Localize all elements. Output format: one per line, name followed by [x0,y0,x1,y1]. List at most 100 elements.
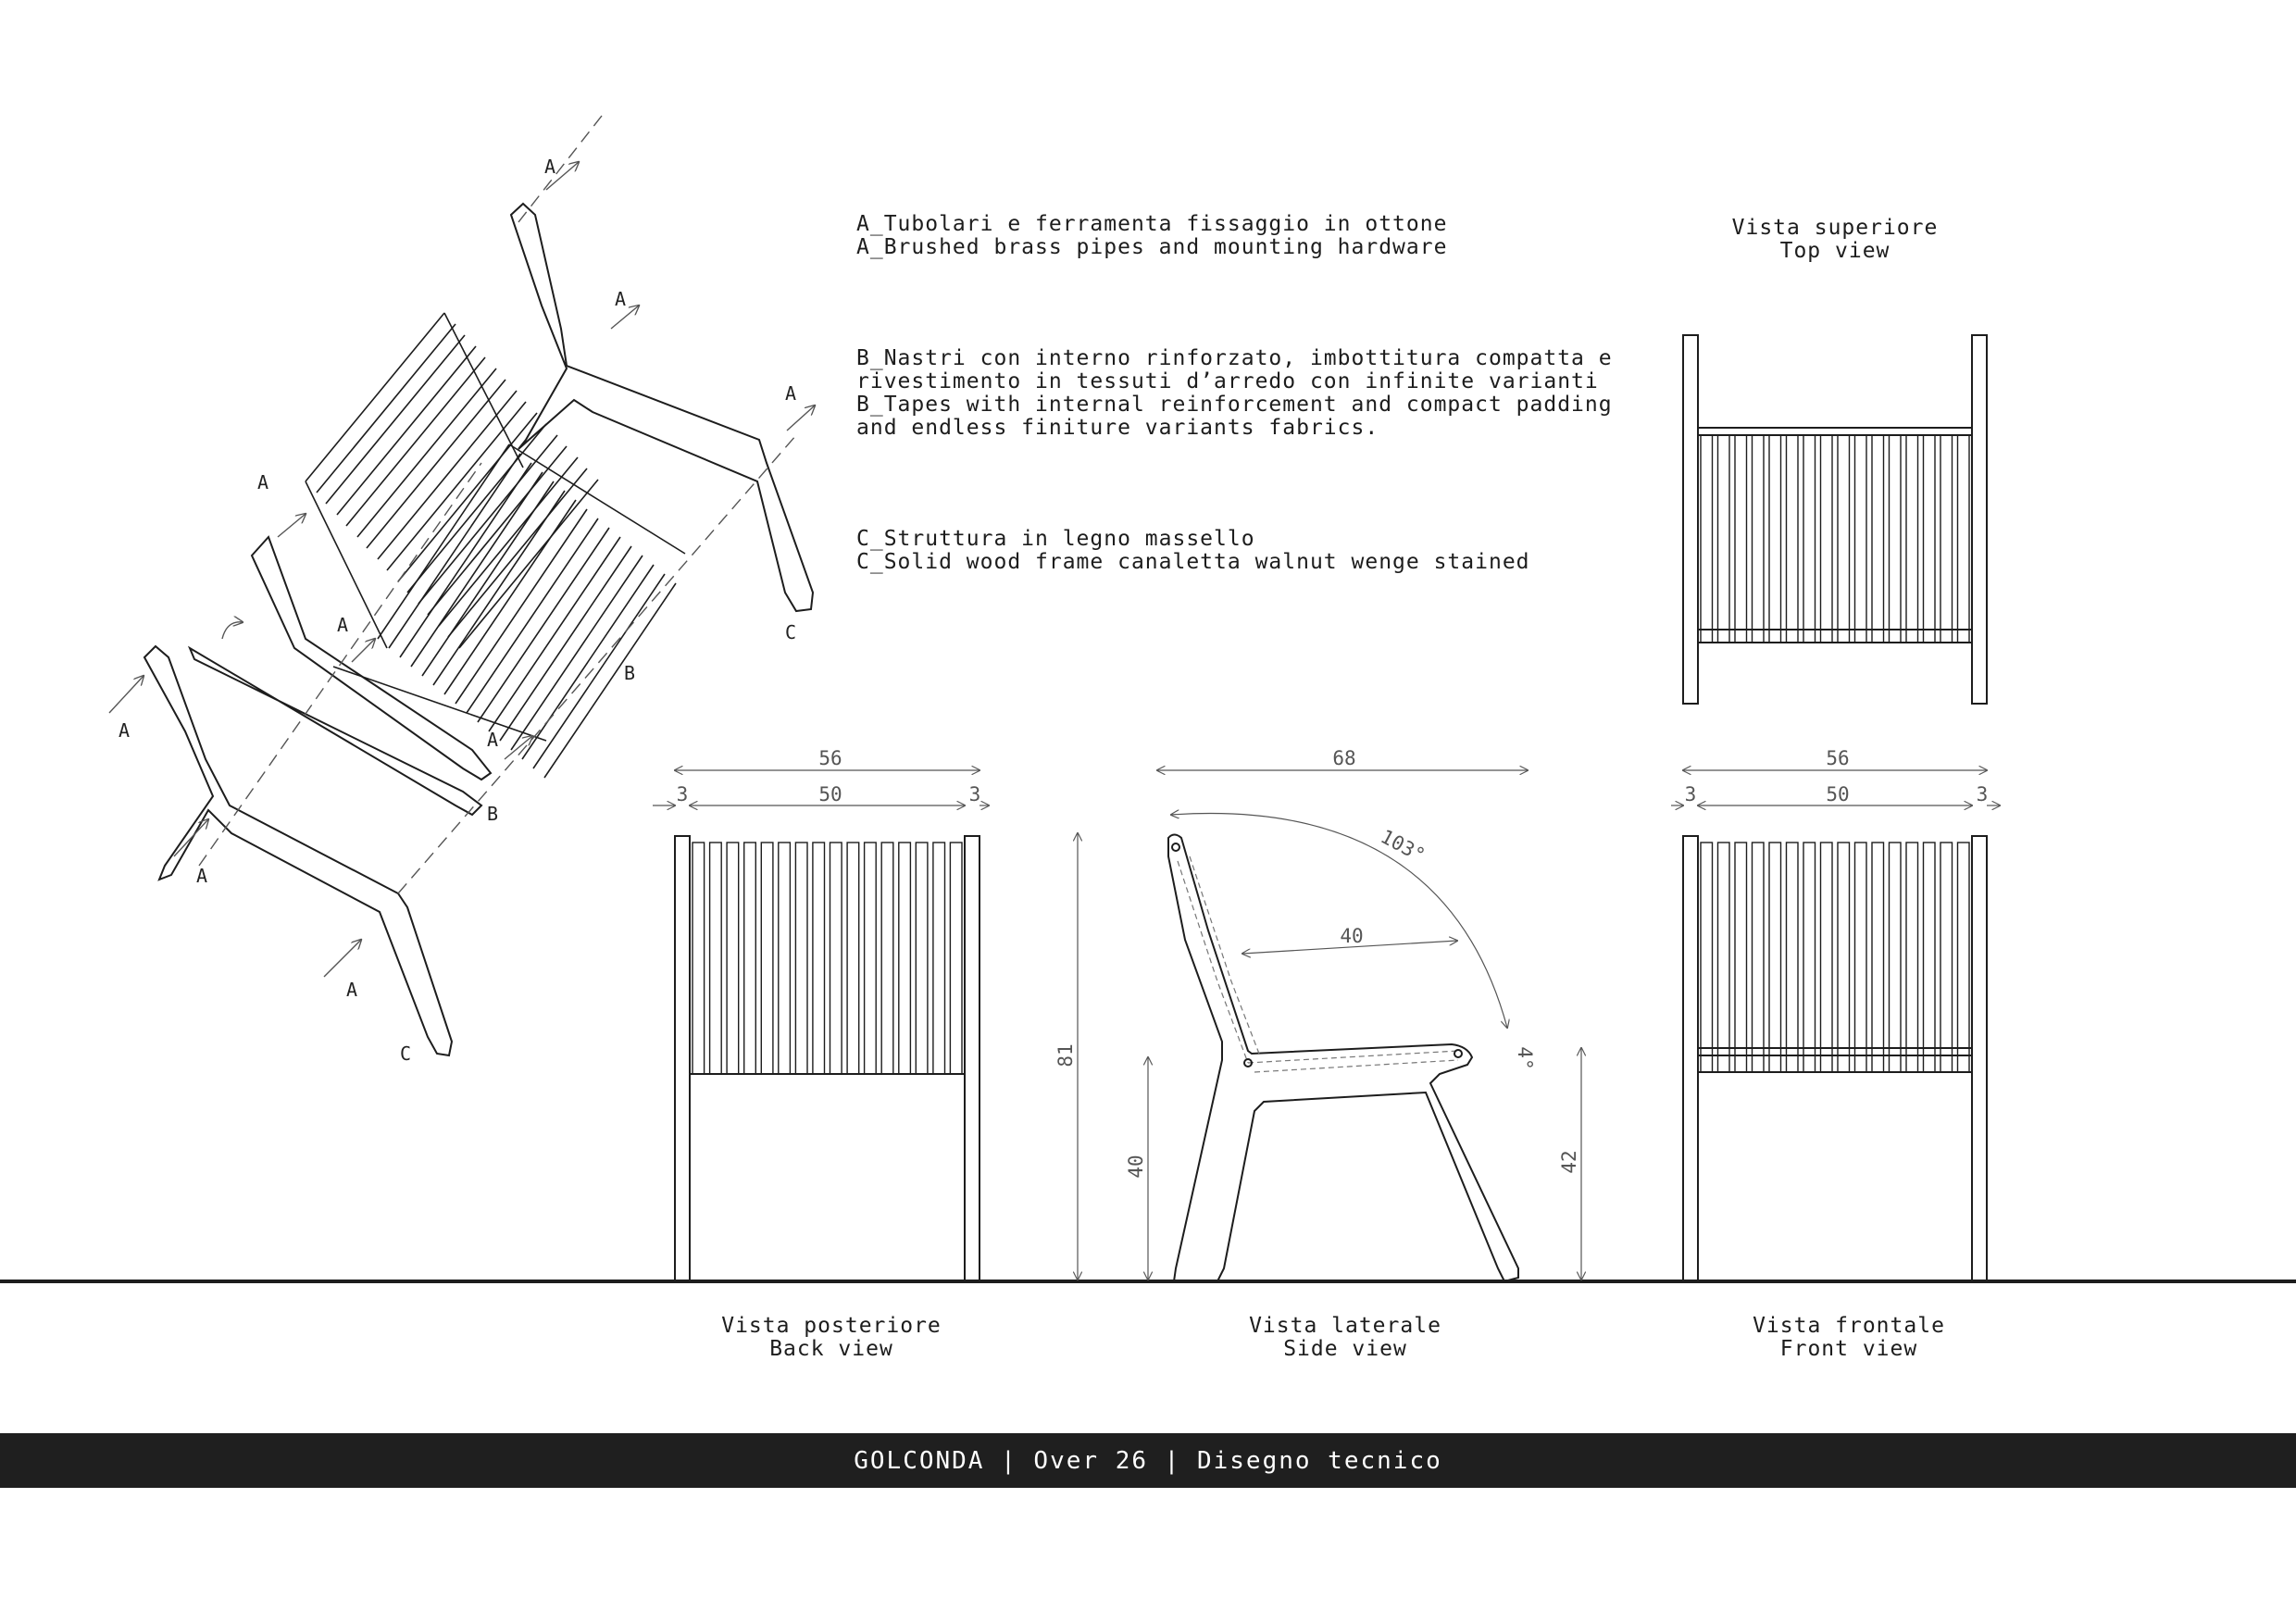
back-slats [305,312,599,649]
caption-back-view: Vista posteriore Back view [637,1315,1026,1361]
part-label-a: A [346,979,357,1001]
part-label-a: A [544,156,555,178]
slat [1734,434,1748,643]
slat [846,842,860,1075]
slat [1700,842,1714,1073]
dim-back-right: 3 [969,783,981,805]
caption-front-view-en: Front view [1779,1337,1918,1361]
note-c-it: C_Struttura in legno massello [856,527,1255,551]
slat [726,842,740,1075]
slat [1956,842,1970,1073]
note-c-en: C_Solid wood frame canaletta walnut weng… [856,550,1530,574]
part-label-a: A [615,288,626,310]
dim-front-left: 3 [1685,783,1697,805]
slat [1700,434,1714,643]
part-label-b: B [487,803,498,825]
assembly-arrows [108,162,815,978]
note-b: B_Nastri con interno rinforzato, imbotti… [856,347,1613,440]
note-b-en-1: B_Tapes with internal reinforcement and … [856,393,1613,417]
slat [1922,434,1936,643]
side-view-dimensions [1078,770,1581,1280]
material-notes: A_Tubolari e ferramenta fissaggio in ott… [856,213,1613,662]
slat [1785,842,1799,1073]
slat [743,842,757,1075]
slat [1871,842,1885,1073]
part-label-a: A [785,382,796,405]
caption-front-view: Vista frontale Front view [1654,1315,2043,1361]
slat [1819,434,1833,643]
slat [880,842,894,1075]
slat [1853,434,1867,643]
slat [692,842,705,1075]
note-a-it: A_Tubolari e ferramenta fissaggio in ott… [856,212,1448,236]
slat [949,842,963,1075]
slat [1751,842,1765,1073]
slat [794,842,808,1075]
side-frame-right [509,202,815,613]
slat [915,842,929,1075]
note-a: A_Tubolari e ferramenta fissaggio in ott… [856,213,1613,259]
part-label-a: A [257,471,268,493]
slat [932,842,946,1075]
slat [1888,842,1902,1073]
slat [1803,842,1816,1073]
dim-side-angle: 103° [1377,825,1429,867]
note-a-en: A_Brushed brass pipes and mounting hardw… [856,235,1448,259]
slat [1768,842,1782,1073]
slat [1871,434,1885,643]
side-frame-left [143,644,454,1057]
dim-back-inner: 50 [818,783,842,805]
front-view-drawing [1682,835,1988,1282]
slat [778,842,792,1075]
dim-back-left: 3 [677,783,689,805]
slat [1940,434,1953,643]
caption-top-view: Vista superiore Top view [1641,217,2029,263]
slat [1940,842,1953,1073]
assembly-lines [198,115,797,894]
slat [1888,434,1902,643]
footer-bar: GOLCONDA | Over 26 | Disegno tecnico [0,1433,2296,1488]
dim-side-seat-depth: 40 [1340,925,1363,947]
slat [1716,434,1730,643]
seat-slats [332,443,686,779]
top-view-drawing [1682,334,1988,705]
caption-back-view-en: Back view [769,1337,893,1361]
dim-front-inner: 50 [1826,783,1849,805]
front-tube [187,645,483,817]
slat [829,842,842,1075]
slat [863,842,877,1075]
slat [1905,434,1919,643]
dim-front-overall: 56 [1826,747,1849,769]
back-view-dimensions [653,770,989,805]
dim-side-depth: 68 [1332,747,1355,769]
part-label-a: A [196,865,207,887]
slat [1922,842,1936,1073]
caption-side-view-en: Side view [1283,1337,1407,1361]
part-label-c: C [400,1042,411,1065]
back-tube [250,535,493,781]
dim-side-seat-height: 40 [1125,1155,1147,1178]
slat [1956,434,1970,643]
slat [1716,842,1730,1073]
caption-back-view-it: Vista posteriore [721,1314,942,1338]
slat [1785,434,1799,643]
part-label-c: C [785,621,796,643]
caption-top-view-en: Top view [1779,239,1890,263]
caption-top-view-it: Vista superiore [1731,216,1939,240]
footer-title: GOLCONDA | Over 26 | Disegno tecnico [854,1446,1442,1475]
caption-side-view-it: Vista laterale [1249,1314,1441,1338]
dim-side-height: 81 [1054,1043,1077,1067]
part-label-b: B [624,662,635,684]
slat [1803,434,1816,643]
slat [1853,842,1867,1073]
slat [1819,842,1833,1073]
note-b-it-1: B_Nastri con interno rinforzato, imbotti… [856,346,1613,370]
slat [1734,842,1748,1073]
note-b-it-2: rivestimento in tessuti d’arredo con inf… [856,369,1599,393]
part-label-a: A [487,729,498,751]
slat [1837,842,1851,1073]
dim-side-arm-height: 42 [1558,1150,1580,1173]
back-view-drawing [674,835,980,1282]
slat [898,842,912,1075]
